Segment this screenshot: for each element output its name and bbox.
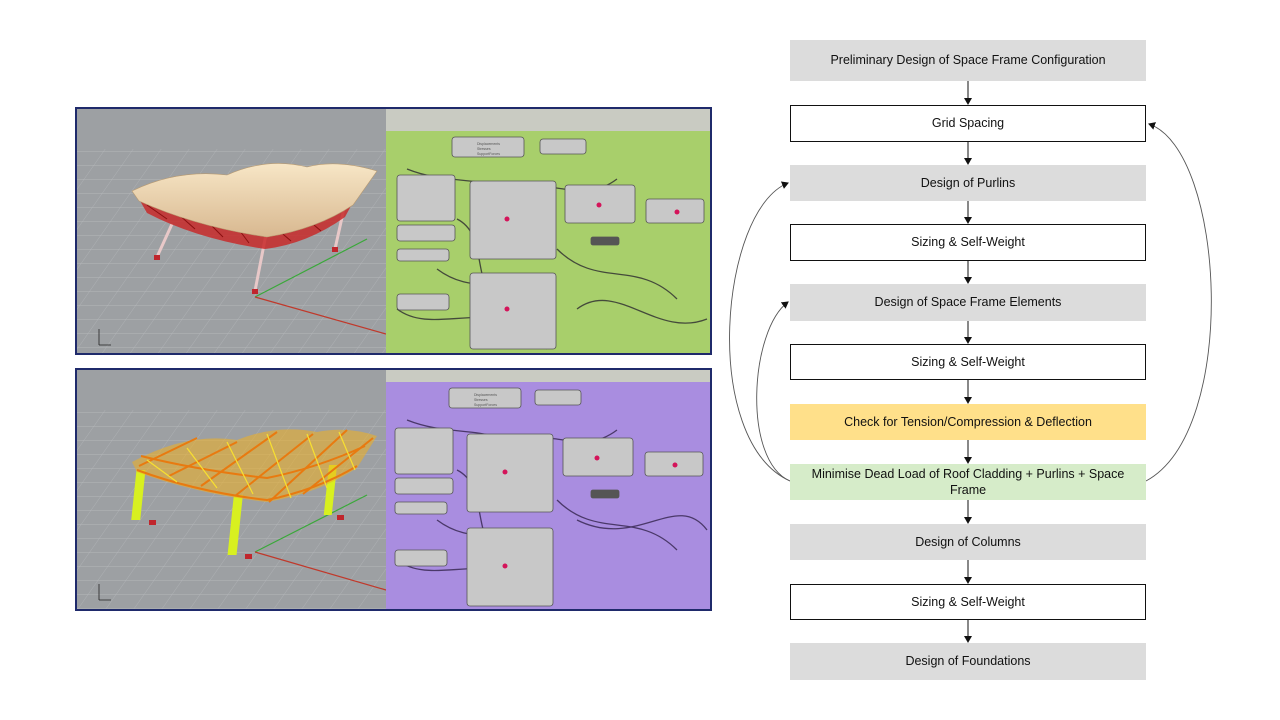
material-node[interactable]: [394, 427, 454, 475]
step-label: Minimise Dead Load of Roof Cladding + Pu…: [811, 466, 1125, 497]
step-label: Design of Purlins: [920, 175, 1016, 190]
rhino-viewport-top[interactable]: [77, 109, 387, 353]
loop-to-space-frame: [756, 301, 791, 482]
loop-to-grid-spacing: [1145, 122, 1212, 482]
value-list-item: SupportForces: [477, 152, 500, 156]
step-minimise-dead-load: Minimise Dead Load of Roof Cladding + Pu…: [790, 464, 1146, 500]
value-list-node[interactable]: [451, 136, 525, 158]
step-label: Preliminary Design of Space Frame Config…: [830, 53, 1106, 68]
model-screenshot-bottom: Displacements Stresses SupportForces: [75, 368, 712, 611]
step-label: Design of Columns: [915, 534, 1021, 549]
step-design-space-frame: Design of Space Frame Elements: [790, 284, 1146, 321]
step-label: Grid Spacing: [931, 116, 1005, 131]
value-list-item: Stresses: [474, 398, 488, 402]
step-label: Design of Space Frame Elements: [874, 295, 1062, 310]
value-list-node[interactable]: [448, 387, 522, 409]
step-label: Sizing & Self-Weight: [911, 354, 1025, 369]
step-grid-spacing: Grid Spacing: [790, 105, 1146, 142]
step-check-tension-deflection: Check for Tension/Compression & Deflecti…: [790, 404, 1146, 440]
step-label: Sizing & Self-Weight: [911, 594, 1025, 609]
value-list-item: SupportForces: [474, 403, 497, 407]
value-list-item: Displacements: [474, 393, 497, 397]
grasshopper-canvas-bottom[interactable]: Displacements Stresses SupportForces: [386, 370, 710, 609]
step-sizing-self-weight-2: Sizing & Self-Weight: [790, 344, 1146, 380]
material-node[interactable]: [396, 174, 456, 222]
step-design-columns: Design of Columns: [790, 524, 1146, 560]
value-list-item: Stresses: [477, 147, 491, 151]
step-label: Design of Foundations: [905, 654, 1031, 669]
step-label: Check for Tension/Compression & Deflecti…: [844, 414, 1092, 429]
rhino-viewport-bottom[interactable]: [77, 370, 387, 609]
grasshopper-canvas-top[interactable]: Displacements Stresses SupportForces: [386, 109, 710, 353]
beam-element-node[interactable]: [466, 433, 554, 513]
step-design-foundations: Design of Foundations: [790, 643, 1146, 680]
model-screenshot-top: Displacements Stresses SupportForces: [75, 107, 712, 355]
value-list-item: Displacements: [477, 142, 500, 146]
loop-to-purlins: [729, 181, 791, 482]
beam-element-node[interactable]: [469, 180, 557, 260]
step-label: Sizing & Self-Weight: [911, 235, 1025, 250]
step-sizing-self-weight-1: Sizing & Self-Weight: [790, 224, 1146, 261]
step-preliminary-design: Preliminary Design of Space Frame Config…: [790, 40, 1146, 81]
beam-element-node-2[interactable]: [469, 272, 557, 350]
step-design-purlins: Design of Purlins: [790, 165, 1146, 201]
beam-element-node-2[interactable]: [466, 527, 554, 607]
step-sizing-self-weight-3: Sizing & Self-Weight: [790, 584, 1146, 620]
